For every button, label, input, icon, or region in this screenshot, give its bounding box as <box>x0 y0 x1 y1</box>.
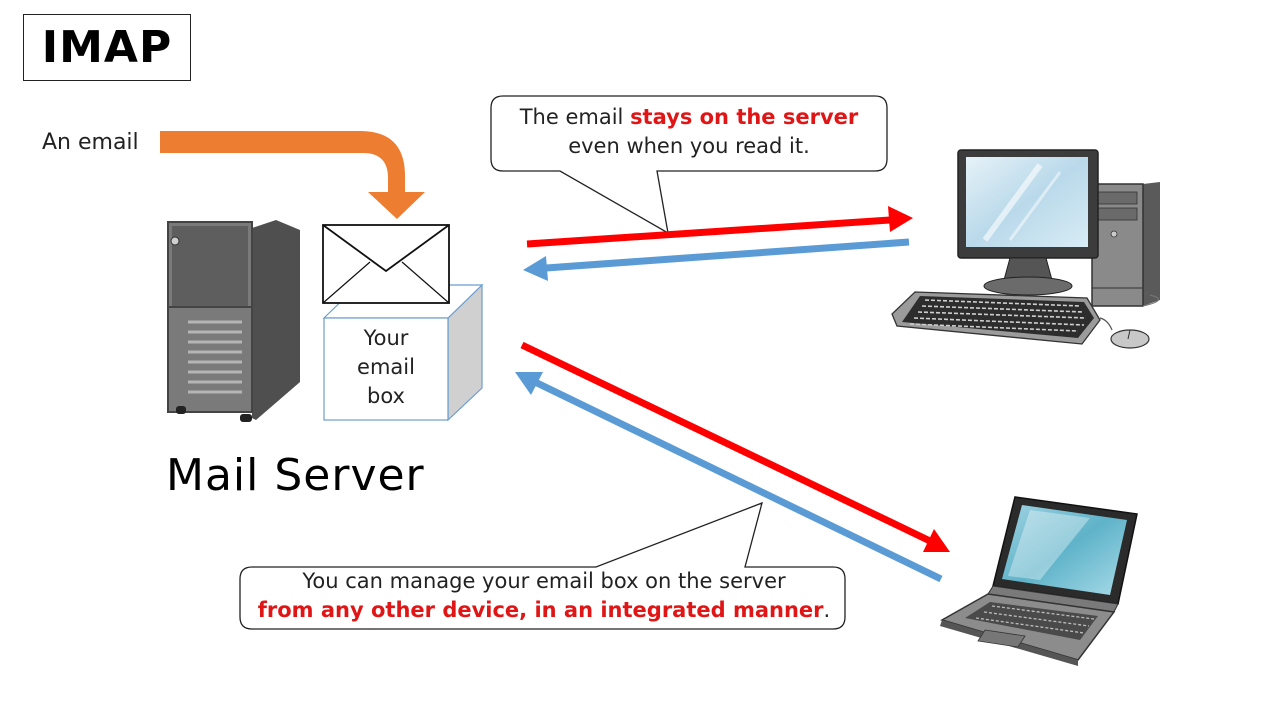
callout-top-bubble <box>490 95 888 235</box>
server-tower-icon <box>167 220 300 422</box>
laptop-icon <box>940 496 1138 666</box>
send-to-desktop-arrow <box>526 206 913 248</box>
envelope-icon <box>322 224 450 304</box>
callout-bottom-before: You can manage your email box on the ser… <box>302 569 786 593</box>
callout-top-highlight: stays on the server <box>630 105 859 129</box>
send-to-laptop-arrow <box>520 341 950 552</box>
mail-server-label: Mail Server <box>166 450 425 501</box>
callout-top-text: The email stays on the server even when … <box>493 103 885 161</box>
callout-bottom-highlight: from any other device, in an integrated … <box>257 598 824 622</box>
incoming-email-label: An email <box>42 130 139 155</box>
incoming-email-arrow <box>160 131 425 219</box>
callout-bottom-after: . <box>823 598 831 622</box>
desktop-computer-icon <box>891 149 1160 349</box>
callout-bottom-text: You can manage your email box on the ser… <box>244 567 844 625</box>
callout-top-before: The email <box>519 105 631 129</box>
callout-top-after: even when you read it. <box>568 134 810 158</box>
page-title: IMAP <box>23 14 191 81</box>
callout-bottom-bubble <box>239 501 846 630</box>
sync-from-desktop-arrow <box>523 238 910 281</box>
sync-from-laptop-arrow <box>515 372 943 583</box>
